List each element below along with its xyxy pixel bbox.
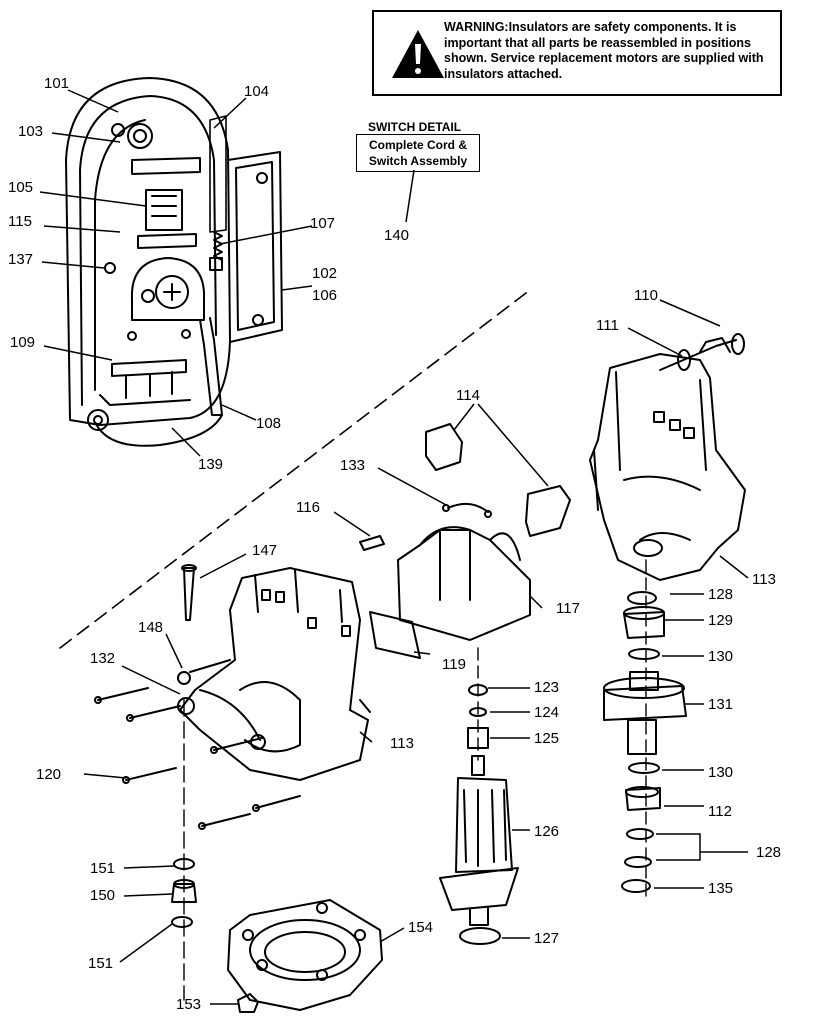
warning-box: WARNING:Insulators are safety components… (372, 10, 782, 96)
motor-housing-left-113 (177, 567, 371, 781)
cord-110-111 (659, 333, 745, 371)
label-113-left: 113 (390, 735, 414, 752)
label-111: 111 (596, 317, 619, 334)
label-150: 150 (90, 887, 116, 904)
label-107: 107 (310, 215, 336, 232)
washer-148 (177, 671, 191, 685)
screw-137 (104, 262, 116, 274)
screws-120 (94, 659, 301, 830)
nut-153 (237, 993, 259, 1013)
switch-105 (131, 157, 201, 249)
label-154: 154 (408, 919, 434, 936)
label-102: 102 (312, 265, 338, 282)
switch-cover-plate-102 (227, 151, 283, 343)
label-126: 126 (534, 823, 560, 840)
label-128-bottom: 128 (756, 844, 782, 861)
label-133: 133 (340, 457, 366, 474)
label-132: 132 (90, 650, 116, 667)
bearing-stack-150-151 (171, 858, 197, 928)
label-106: 106 (312, 287, 338, 304)
label-101: 101 (44, 75, 70, 92)
label-103: 103 (18, 123, 44, 140)
warning-text: WARNING:Insulators are safety components… (444, 20, 764, 81)
brush-114 (425, 423, 571, 537)
label-110: 110 (634, 287, 658, 304)
label-129: 129 (708, 612, 734, 629)
band-139 (87, 409, 223, 447)
label-131: 131 (708, 696, 734, 713)
label-120: 120 (36, 766, 62, 783)
label-124: 124 (534, 704, 560, 721)
label-153: 153 (176, 996, 202, 1013)
label-139: 139 (198, 456, 224, 473)
label-151-bottom: 151 (88, 955, 114, 972)
label-125: 125 (534, 730, 560, 747)
screw-147 (181, 564, 197, 621)
insulator-119 (369, 611, 421, 659)
warning-triangle-icon (392, 30, 444, 78)
label-123: 123 (534, 679, 560, 696)
label-130-bottom: 130 (708, 764, 734, 781)
gear-housing-right-113 (589, 353, 746, 581)
label-147: 147 (252, 542, 278, 559)
switch-housing-101 (65, 77, 231, 426)
label-119: 119 (442, 656, 466, 673)
label-130-top: 130 (708, 648, 734, 665)
terminal-109 (111, 329, 191, 399)
label-113-right: 113 (752, 571, 776, 588)
gear-column (603, 559, 687, 901)
label-137: 137 (8, 251, 34, 268)
strain-relief-103 (111, 123, 153, 149)
label-115: 115 (8, 213, 32, 230)
label-105: 105 (8, 179, 34, 196)
brush-holder-117 (397, 526, 531, 641)
spring-107 (209, 115, 227, 271)
label-151-top: 151 (90, 860, 116, 877)
label-114: 114 (456, 387, 480, 404)
label-127: 127 (534, 930, 560, 947)
label-112: 112 (708, 803, 732, 820)
end-cap-154 (227, 899, 383, 1011)
pin-116 (359, 535, 385, 551)
label-140: 140 (384, 227, 410, 244)
spring-133 (442, 502, 492, 518)
label-148: 148 (138, 619, 164, 636)
leader-lines (39, 89, 749, 1005)
switch-detail-title: SWITCH DETAIL (368, 120, 462, 134)
label-109: 109 (10, 334, 36, 351)
label-108: 108 (256, 415, 282, 432)
motor-mount-cross (130, 257, 206, 321)
switch-detail-box: Complete Cord & Switch Assembly (356, 134, 480, 172)
label-116: 116 (296, 499, 320, 516)
armature-assembly (439, 647, 519, 945)
label-117: 117 (556, 600, 580, 617)
cord-108 (199, 317, 223, 416)
separation-line (59, 289, 531, 649)
label-104: 104 (244, 83, 270, 100)
label-128-top: 128 (708, 586, 734, 603)
label-135: 135 (708, 880, 734, 897)
